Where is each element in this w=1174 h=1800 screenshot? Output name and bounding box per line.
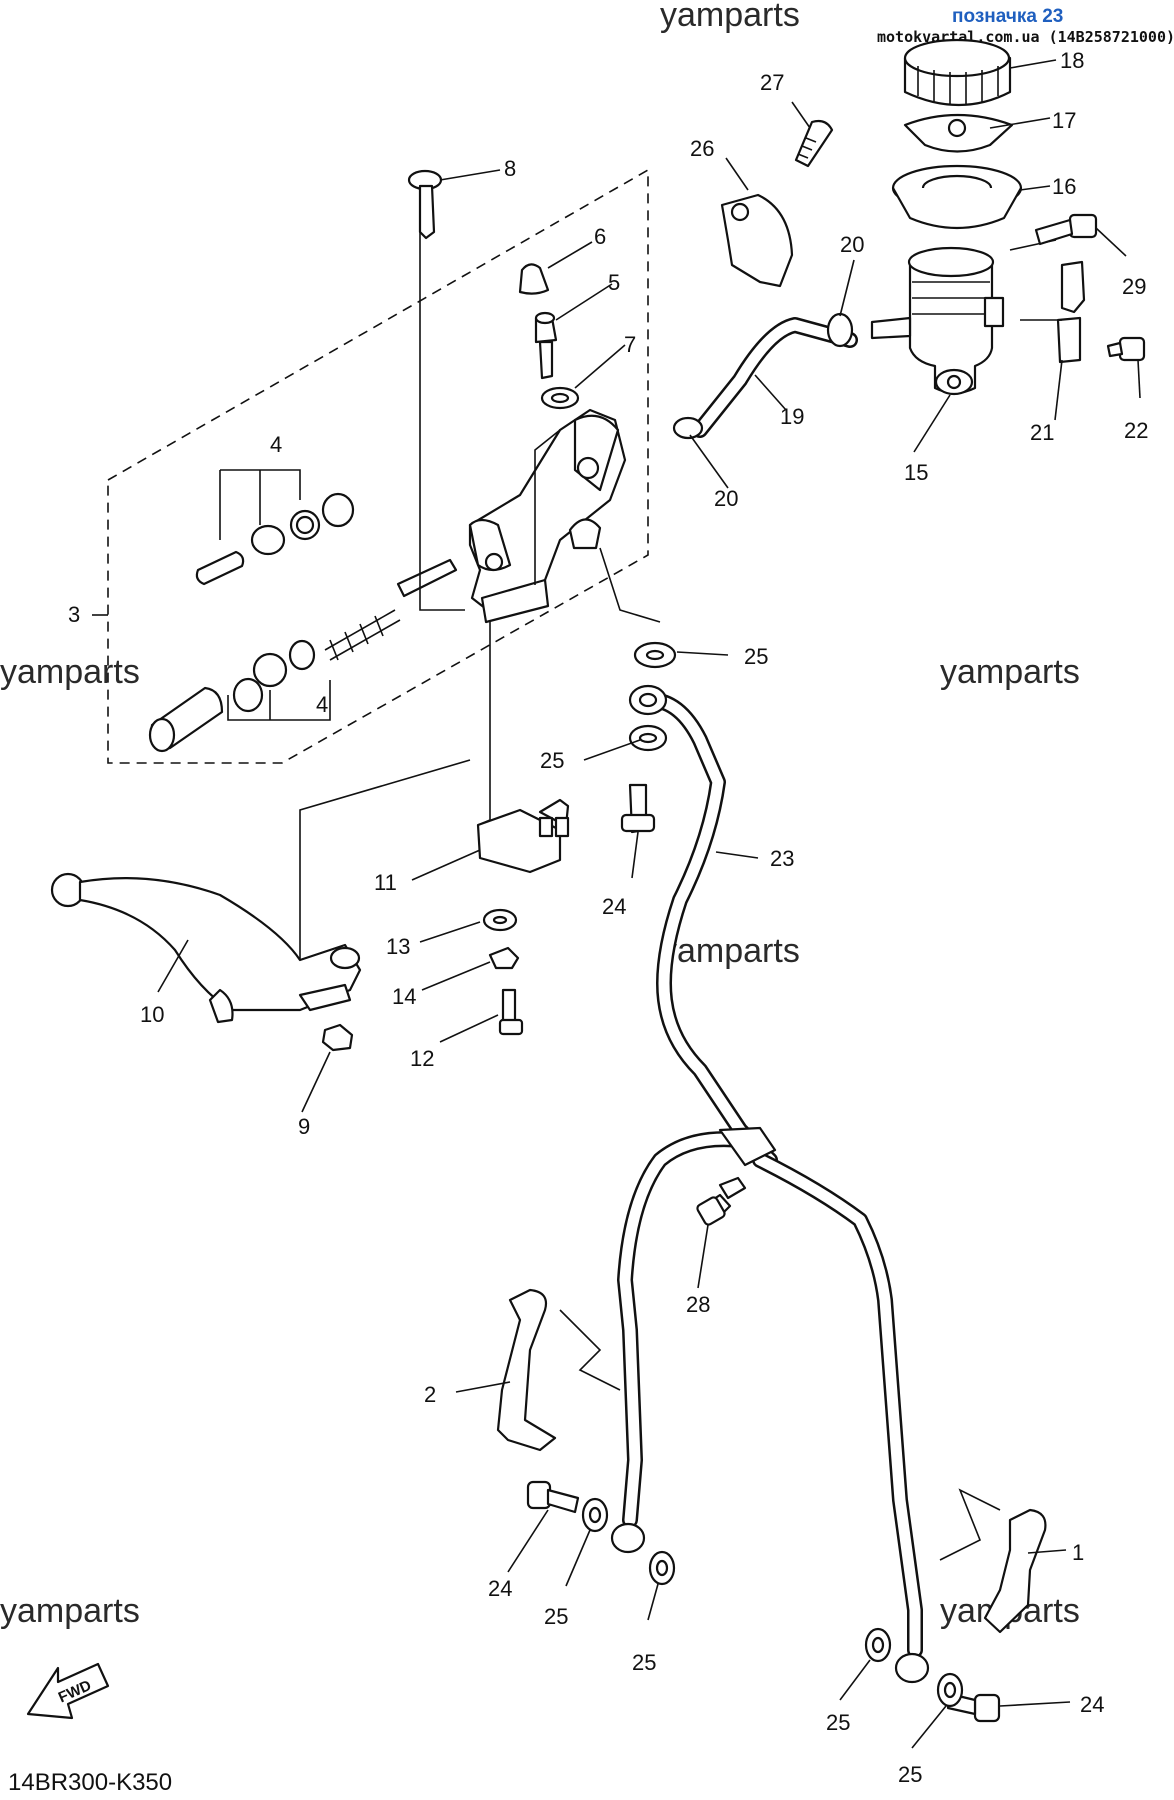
callout: 4 [270, 432, 282, 457]
callout: 6 [594, 224, 606, 249]
hose-clamp-upper [826, 312, 854, 348]
callout: 11 [374, 870, 397, 895]
reference-label[interactable]: позначка 23 [952, 6, 1063, 27]
callout: 2 [424, 1382, 436, 1407]
callout: 21 [1030, 420, 1054, 445]
callout: 10 [140, 1002, 164, 1027]
assembly-boundary [107, 168, 649, 764]
callout: 20 [840, 232, 864, 257]
watermark-right-upper: yamparts [940, 653, 1080, 691]
leader-lines [92, 59, 1141, 1749]
callout: 15 [904, 460, 928, 485]
piston-kit-upper [195, 492, 355, 586]
bolt-29 [1034, 213, 1098, 246]
callout: 24 [1080, 1692, 1104, 1717]
nut-9 [321, 1023, 354, 1052]
brake-switch [476, 798, 570, 874]
nut-14 [488, 946, 520, 970]
banjo-bolt-upper [620, 783, 656, 834]
callout: 3 [68, 602, 80, 627]
callout: 8 [504, 156, 516, 181]
bolt-8 [407, 169, 443, 240]
watermark-left-lower: yamparts [0, 1592, 140, 1630]
callout: 28 [686, 1292, 710, 1317]
watermark-left-upper: yamparts [0, 653, 140, 691]
hose-bracket-right [983, 1508, 1047, 1634]
banjo-bolt-lower-left [526, 1480, 580, 1514]
callout: 19 [780, 404, 804, 429]
washers-lower [581, 1497, 964, 1708]
callout: 25 [544, 1604, 568, 1629]
callout: 12 [410, 1046, 434, 1071]
watermark-top: yamparts [660, 0, 800, 34]
bolt-27 [794, 119, 834, 168]
brake-lever [50, 872, 362, 1024]
bolt-28 [696, 1176, 747, 1226]
reservoir-cap-group [891, 38, 1023, 230]
callouts: 27 18 17 26 8 16 6 5 20 29 7 22 19 21 4 … [68, 48, 1148, 1787]
callout: 25 [632, 1650, 656, 1675]
screw-12 [498, 988, 524, 1036]
callout: 20 [714, 486, 738, 511]
callout: 25 [744, 644, 768, 669]
callout: 25 [826, 1710, 850, 1735]
diagram-code: 14BR300-K350 [8, 1769, 172, 1796]
callout: 5 [608, 270, 620, 295]
callout: 14 [392, 984, 416, 1009]
callout: 18 [1060, 48, 1084, 73]
hose-bracket-left [496, 1288, 557, 1452]
callout: 9 [298, 1114, 310, 1139]
bleed-cap [518, 263, 550, 295]
forward-arrow-icon: FWD [26, 1662, 110, 1720]
callout: 16 [1052, 174, 1076, 199]
callout: 7 [624, 332, 636, 357]
watermark-center: yamparts [660, 932, 800, 970]
callout: 25 [540, 748, 564, 773]
callout: 22 [1124, 418, 1148, 443]
callout: 24 [602, 894, 626, 919]
hose-joint [718, 1126, 777, 1167]
callout: 26 [690, 136, 714, 161]
reservoir [870, 246, 1005, 396]
callout: 13 [386, 934, 410, 959]
callout: 17 [1052, 108, 1076, 133]
callout: 25 [898, 1762, 922, 1787]
bleed-screw [534, 311, 558, 380]
callout: 23 [770, 846, 794, 871]
source-reference: motokvartal.com.ua (14B258721000) [877, 28, 1174, 46]
piston-kit-lower [148, 558, 458, 753]
master-cylinder-body [468, 408, 627, 624]
callout: 1 [1072, 1540, 1084, 1565]
callout: 29 [1122, 274, 1146, 299]
callout: 24 [488, 1576, 512, 1601]
callout: 27 [760, 70, 784, 95]
bolt-22 [1106, 336, 1146, 362]
hose-clamp-lower [672, 416, 704, 440]
callout: 4 [316, 692, 328, 717]
reservoir-bracket [1060, 260, 1086, 314]
